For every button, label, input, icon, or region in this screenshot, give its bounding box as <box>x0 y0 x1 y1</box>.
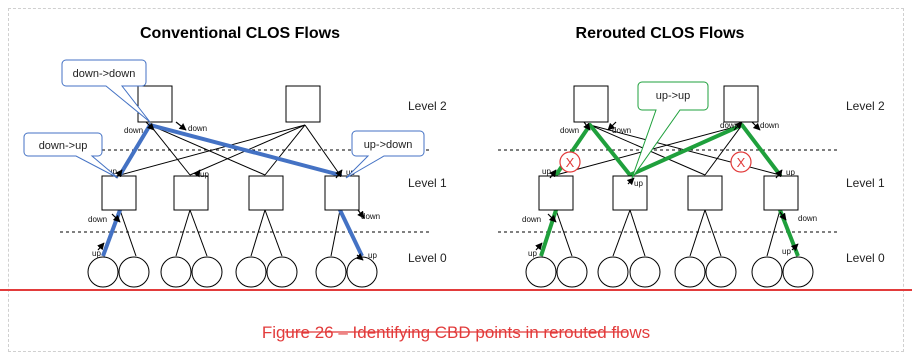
right-host-6 <box>705 256 737 288</box>
right-leaf-switch-3 <box>687 175 723 211</box>
left-leaf-switch-4 <box>324 175 360 211</box>
left-host-6 <box>266 256 298 288</box>
level-1-label-right: Level 1 <box>846 176 885 190</box>
left-port-label-up-4: up <box>346 168 355 177</box>
callout-up-up: up->up <box>631 81 709 179</box>
level-0-label-right: Level 0 <box>846 251 885 265</box>
callout-down-down-text: down->down <box>73 68 136 80</box>
right-hosts <box>525 256 814 288</box>
left-port-label-down-3: down <box>88 215 107 224</box>
right-diagram-title: Rerouted CLOS Flows <box>576 25 745 42</box>
left-port-label-up-1: up <box>108 167 117 176</box>
right-host-3 <box>597 256 629 288</box>
left-leaf-switch-1 <box>101 175 137 211</box>
figure-frame <box>8 8 904 352</box>
right-port-label-down-1: down <box>560 126 579 135</box>
right-port-arrows <box>535 121 799 252</box>
right-port-label-up-3: up <box>634 179 643 188</box>
cbd-point-2-mark: X <box>737 155 746 170</box>
right-port-label-down-4: down <box>760 121 779 130</box>
callout-up-up-text: up->up <box>656 90 691 102</box>
cbd-point-1-mark: X <box>566 155 575 170</box>
right-host-7 <box>751 256 783 288</box>
left-host-4 <box>191 256 223 288</box>
right-port-label-up-2: up <box>528 249 537 258</box>
right-port-label-down-6: down <box>798 214 817 223</box>
left-host-2 <box>118 256 150 288</box>
right-port-label-up-4: up <box>786 168 795 177</box>
conventional-flow-path <box>101 123 364 257</box>
right-host-5 <box>674 256 706 288</box>
right-port-label-up-5: up <box>782 247 791 256</box>
right-port-label-down-5: down <box>522 215 541 224</box>
level-1-label-left: Level 1 <box>408 176 447 190</box>
right-spine-switch-1 <box>573 85 609 123</box>
callout-down-up: down->up <box>23 132 119 179</box>
right-leaf-switch-4 <box>763 175 799 211</box>
left-host-7 <box>315 256 347 288</box>
left-port-arrows <box>97 121 365 261</box>
right-host-4 <box>629 256 661 288</box>
right-host-8 <box>782 256 814 288</box>
right-port-label-down-3: down <box>720 121 739 130</box>
cbd-point-2: X <box>730 151 752 173</box>
right-switches <box>538 85 799 211</box>
callout-up-down-text: up->down <box>364 139 413 151</box>
left-host-1 <box>87 256 119 288</box>
left-port-label-down-2: down <box>188 124 207 133</box>
right-leaf-switch-1 <box>538 175 574 211</box>
left-port-label-down-4: down <box>361 212 380 221</box>
level-2-label-left: Level 2 <box>408 99 447 113</box>
left-host-3 <box>160 256 192 288</box>
left-leaf-switch-3 <box>248 175 284 211</box>
right-port-label-up-1: up <box>542 167 551 176</box>
right-port-label-down-2: down <box>612 126 631 135</box>
cbd-point-1: X <box>559 151 581 173</box>
left-leaf-switch-2 <box>173 175 209 211</box>
callout-down-up-text: down->up <box>39 140 88 152</box>
left-diagram-title: Conventional CLOS Flows <box>140 25 340 42</box>
left-port-label-up-2: up <box>92 249 101 258</box>
left-port-label-up-3: up <box>200 170 209 179</box>
right-links <box>540 124 799 257</box>
left-host-5 <box>235 256 267 288</box>
callout-up-down: up->down <box>345 130 425 179</box>
left-port-label-up-5: up <box>368 251 377 260</box>
left-switches <box>101 85 360 211</box>
left-hosts <box>87 256 378 288</box>
right-spine-switch-2 <box>723 85 759 123</box>
right-host-2 <box>556 256 588 288</box>
callout-down-down: down->down <box>61 59 151 123</box>
right-host-1 <box>525 256 557 288</box>
level-2-label-right: Level 2 <box>846 99 885 113</box>
left-host-8 <box>346 256 378 288</box>
left-port-label-down-1: down <box>124 126 143 135</box>
level-0-label-left: Level 0 <box>408 251 447 265</box>
left-spine-switch-2 <box>285 85 321 123</box>
